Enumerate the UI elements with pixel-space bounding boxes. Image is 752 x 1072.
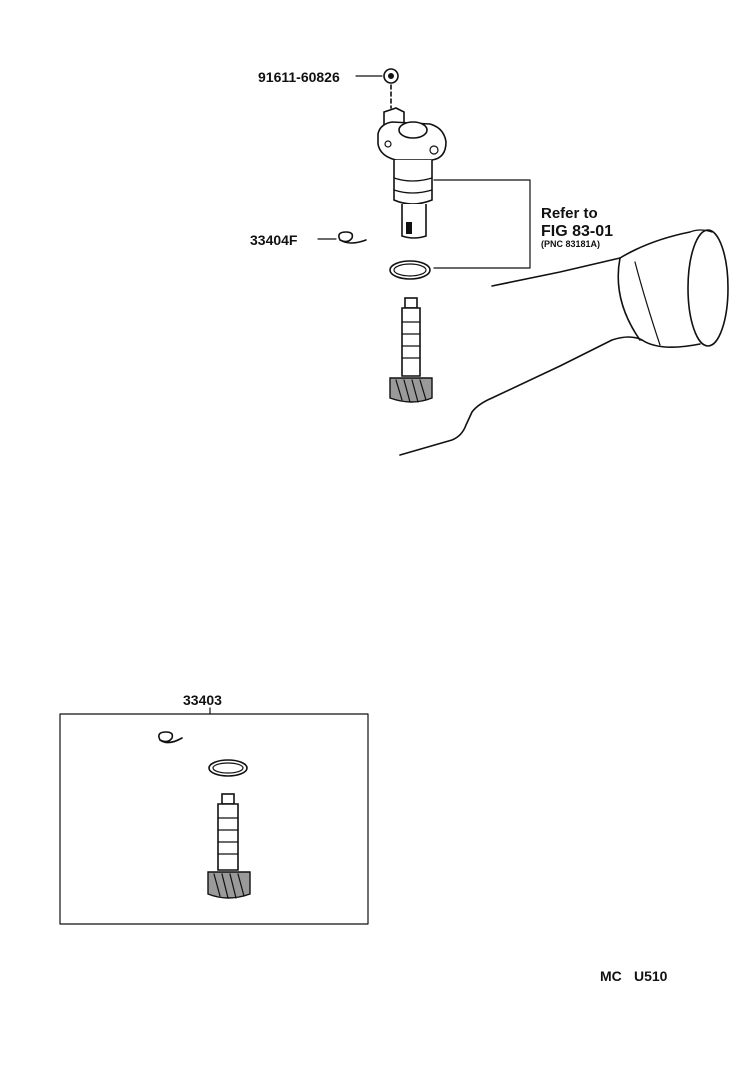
kit-box — [59, 713, 369, 925]
footer-code-left: MC — [600, 968, 622, 984]
kit-driven-gear-icon — [207, 793, 251, 899]
clip-icon — [338, 231, 367, 244]
kit-o-ring-icon — [208, 759, 248, 777]
footer-code-right: U510 — [634, 968, 668, 984]
kit-clip-icon — [158, 731, 183, 744]
transmission-housing — [399, 229, 729, 456]
reference-pnc: (PNC 83181A) — [541, 239, 600, 249]
o-ring-icon — [389, 260, 431, 280]
clip-part-number: 33404F — [250, 232, 298, 248]
reference-line1: Refer to — [541, 205, 598, 222]
bolt-part-number: 91611-60826 — [258, 69, 340, 85]
driven-gear-icon — [389, 297, 433, 403]
bolt-icon — [383, 68, 399, 109]
speed-sensor-icon — [377, 107, 447, 239]
reference-fig: FIG 83-01 — [541, 223, 613, 240]
kit-part-number: 33403 — [183, 692, 222, 708]
reference-bracket — [433, 179, 531, 269]
